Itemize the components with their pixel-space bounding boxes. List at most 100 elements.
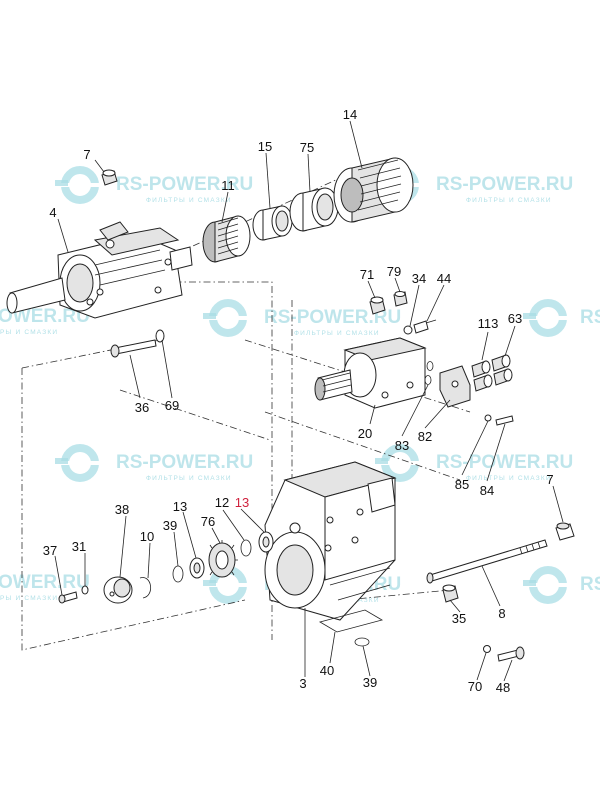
- part-13-ring-left: [189, 557, 205, 579]
- callout-13-highlight: 13: [235, 495, 249, 510]
- watermark-top-left: RS-POWER.RU ФИЛЬТРЫ И СМАЗКИ: [55, 166, 253, 204]
- part-69-washer: [155, 329, 165, 343]
- part-85-washer: [484, 414, 492, 422]
- part-38-cover: [103, 576, 133, 604]
- watermark-subtitle: ФИЛЬТРЫ И СМАЗКИ: [146, 475, 232, 482]
- part-37-screw: [58, 591, 78, 604]
- callout-79: 79: [387, 264, 401, 279]
- watermark-text: RS-POWER.RU: [264, 307, 401, 328]
- watermark-fragment: OWER.RU: [0, 572, 90, 593]
- part-12-oring: [240, 539, 252, 557]
- watermark-subtitle: ФИЛЬТРЫ И СМАЗКИ: [466, 475, 552, 482]
- callout-34: 34: [412, 271, 426, 286]
- callout-70: 70: [468, 679, 482, 694]
- callout-10: 10: [140, 529, 154, 544]
- callout-71: 71: [360, 267, 374, 282]
- part-39-oring-left: [172, 565, 184, 583]
- callout-8: 8: [498, 606, 505, 621]
- part-34-washer: [403, 325, 413, 335]
- callout-12: 12: [215, 495, 229, 510]
- callout-63: 63: [508, 311, 522, 326]
- callout-39: 39: [163, 518, 177, 533]
- part-39-oring-lower: [354, 637, 370, 647]
- watermark-lower-left: RS-POWER.RU ФИЛЬТРЫ И СМАЗКИ: [55, 444, 253, 482]
- callout-35: 35: [452, 611, 466, 626]
- watermark-subtitle: ФИЛЬТРЫ И СМАЗКИ: [294, 330, 380, 337]
- callout-14: 14: [343, 107, 357, 122]
- part-113-fittings: [471, 360, 493, 392]
- part-76-gear: [208, 540, 238, 578]
- part-71-fitting: [369, 296, 386, 315]
- part-82-block: [439, 365, 471, 408]
- callout-113: 113: [478, 316, 499, 331]
- watermark-sub-fragment: РЫ И СМАЗКИ: [0, 329, 58, 336]
- part-3-main-housing: [264, 461, 397, 621]
- part-7-nut-right: [555, 522, 575, 541]
- part-15-bushing: [252, 205, 293, 241]
- part-84-screw: [495, 415, 514, 426]
- part-83-orings: [424, 361, 434, 385]
- watermark-bottom-right: RS: [523, 566, 600, 604]
- watermark-fragment: RS: [580, 574, 600, 595]
- watermark-lower-right: RS-POWER.RU ФИЛЬТРЫ И СМАЗКИ: [375, 444, 573, 482]
- part-8-long-bolt: [426, 539, 548, 584]
- part-35-plug: [442, 584, 459, 603]
- watermark-subtitle: ФИЛЬТРЫ И СМАЗКИ: [146, 197, 232, 204]
- callout-75: 75: [300, 140, 314, 155]
- watermark-bottom-left: OWER.RU РЫ И СМАЗКИ: [0, 572, 90, 602]
- part-7-plug-top: [101, 169, 118, 186]
- watermark-middle-left: OWER.RU РЫ И СМАЗКИ: [0, 306, 90, 336]
- part-70-washer: [483, 645, 491, 653]
- part-31-washer: [81, 585, 89, 595]
- callout-82: 82: [418, 429, 432, 444]
- callout-76: 76: [201, 514, 215, 529]
- callout-40: 40: [320, 663, 334, 678]
- part-10-snap-ring: [139, 577, 151, 599]
- part-14-coupling: [333, 157, 414, 223]
- part-79-cap: [393, 291, 408, 307]
- part-40-gasket: [318, 609, 384, 633]
- part-13-ring-red: [258, 531, 274, 553]
- part-48-bolt: [497, 646, 525, 662]
- callout-36: 36: [135, 400, 149, 415]
- callout-7-right: 7: [546, 472, 553, 487]
- callout-39-lower: 39: [363, 675, 377, 690]
- callout-15: 15: [258, 139, 272, 154]
- callout-20: 20: [358, 426, 372, 441]
- callout-31: 31: [72, 539, 86, 554]
- callout-labels: 7 4 11 15 75 14 71 79 34 44 113 63 36 69…: [43, 107, 554, 695]
- part-44-bolt: [413, 319, 437, 334]
- callout-84: 84: [480, 483, 494, 498]
- callout-44: 44: [437, 271, 451, 286]
- part-36-bolt: [110, 339, 157, 358]
- watermark-fragment: RS: [580, 307, 600, 328]
- callout-7: 7: [83, 147, 90, 162]
- callout-13: 13: [173, 499, 187, 514]
- callout-3: 3: [299, 676, 306, 691]
- callout-38: 38: [115, 502, 129, 517]
- watermark-text: RS-POWER.RU: [116, 452, 253, 473]
- part-63-plugs: [491, 354, 513, 386]
- callout-69: 69: [165, 398, 179, 413]
- callout-4: 4: [49, 205, 56, 220]
- watermark-middle-center: RS-POWER.RU ФИЛЬТРЫ И СМАЗКИ: [203, 299, 401, 337]
- part-4-pump-housing: [6, 221, 193, 319]
- part-11-gear: [202, 215, 251, 263]
- callout-11: 11: [221, 178, 235, 193]
- part-75-ring: [289, 187, 339, 232]
- callout-48: 48: [496, 680, 510, 695]
- watermark-middle-right: RS: [523, 299, 600, 337]
- leader-lines: [54, 120, 564, 682]
- watermark-subtitle: ФИЛЬТРЫ И СМАЗКИ: [466, 197, 552, 204]
- part-20-motor: [314, 337, 427, 409]
- callout-37: 37: [43, 543, 57, 558]
- watermark-sub-fragment: РЫ И СМАЗКИ: [0, 595, 58, 602]
- watermark-text: RS-POWER.RU: [436, 452, 573, 473]
- watermark-text: RS-POWER.RU: [116, 174, 253, 195]
- callout-83: 83: [395, 438, 409, 453]
- watermark-text: RS-POWER.RU: [436, 174, 573, 195]
- callout-85: 85: [455, 477, 469, 492]
- watermark-fragment: OWER.RU: [0, 306, 90, 327]
